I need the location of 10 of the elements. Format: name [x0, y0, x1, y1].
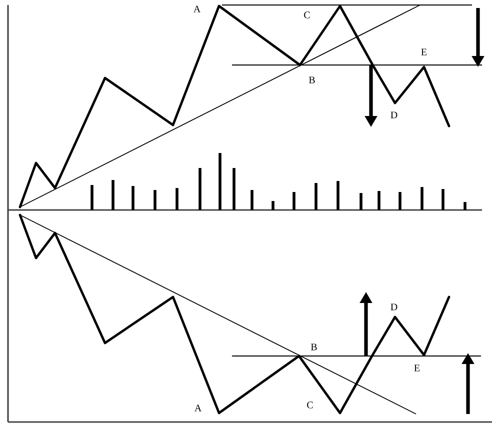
point-label: C: [307, 402, 313, 408]
point-label: D: [390, 112, 398, 118]
point-label: B: [308, 76, 315, 84]
point-label: D: [390, 304, 398, 310]
point-label: A: [193, 6, 201, 12]
point-label: E: [414, 364, 420, 372]
point-label: C: [304, 12, 310, 18]
point-label: A: [194, 404, 202, 412]
point-label: B: [310, 344, 317, 350]
point-label: E: [421, 48, 427, 56]
